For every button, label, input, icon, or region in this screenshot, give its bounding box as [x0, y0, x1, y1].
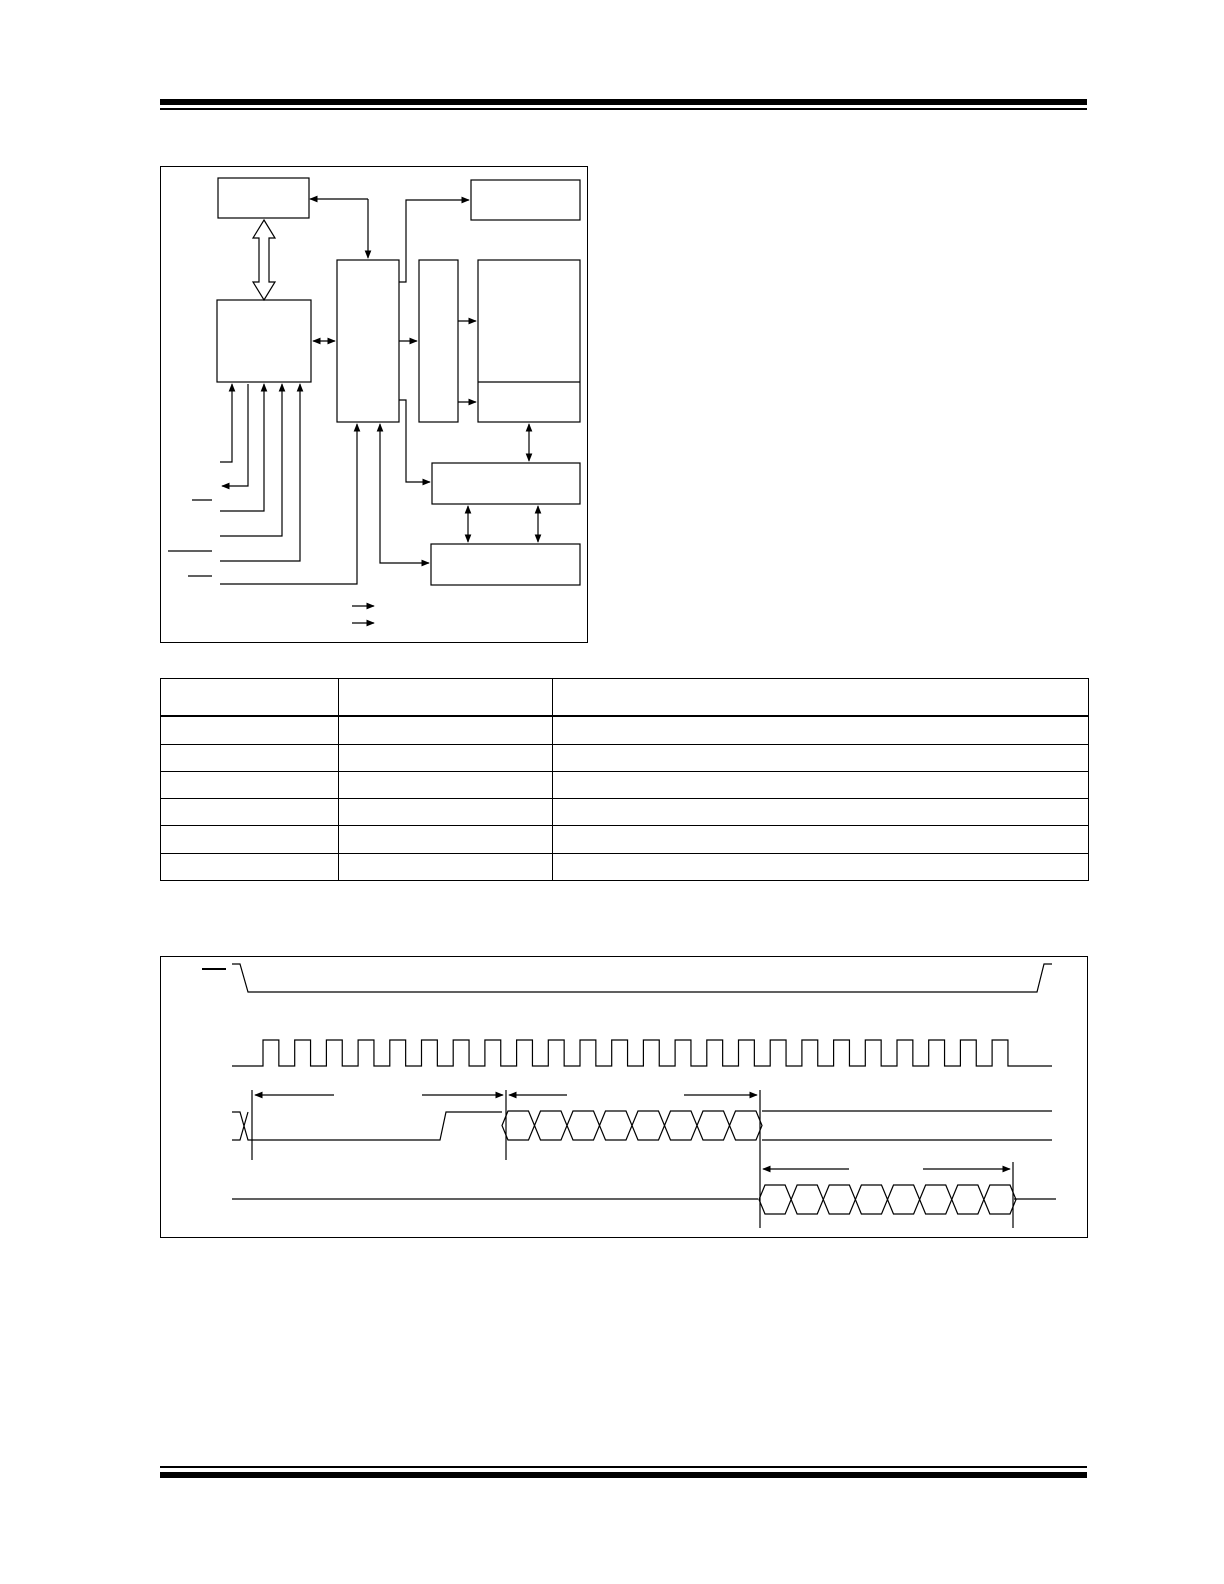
so-data-cells: [758, 1184, 1017, 1215]
table-cell: [160, 852, 339, 882]
data-bit-cell: [886, 1184, 921, 1215]
data-bit-cell: [951, 1184, 985, 1215]
table-cell: [160, 798, 339, 827]
table-cell: [552, 743, 1089, 772]
data-bit-cell: [822, 1184, 857, 1215]
data-bit-cell: [631, 1110, 666, 1141]
data-bit-cell: [598, 1110, 633, 1141]
data-bit-cell: [566, 1110, 601, 1141]
pin-description-table: [160, 678, 1089, 882]
block-decoder: [418, 259, 459, 423]
table-header-cell: [552, 678, 1089, 718]
data-bit-cell: [533, 1110, 568, 1141]
table-cell: [338, 798, 553, 827]
cs-waveform: [232, 963, 1052, 993]
table-row: [160, 852, 1089, 882]
block-buffer: [431, 462, 581, 505]
header-rule-thick: [160, 99, 1087, 105]
data-bit-cell: [918, 1184, 953, 1215]
si-waveform-head-low: [232, 1111, 249, 1141]
bus-double-arrow: [251, 218, 277, 302]
block-top-right: [470, 179, 581, 221]
data-bit-cell: [728, 1110, 763, 1141]
block-array: [477, 259, 581, 423]
si-waveform-head: [232, 1111, 502, 1141]
table-cell: [338, 852, 553, 882]
table-row: [160, 743, 1089, 772]
table-header-cell: [160, 678, 339, 718]
si-data-cells: [501, 1110, 763, 1141]
timing-diagram-frame: [160, 956, 1088, 1238]
data-bit-cell: [663, 1110, 698, 1141]
table-cell: [552, 852, 1089, 882]
footer-rule-thick: [160, 1472, 1087, 1478]
table-cell: [160, 743, 339, 772]
data-bit-cell: [790, 1184, 824, 1215]
data-bit-cell: [854, 1184, 889, 1215]
table-cell: [552, 715, 1089, 745]
data-bit-cell: [501, 1110, 536, 1141]
header-rule-thin: [160, 108, 1087, 110]
data-bit-cell: [983, 1184, 1017, 1215]
clock-waveform: [232, 1039, 1052, 1067]
data-bit-cell: [758, 1184, 792, 1215]
table-row: [160, 715, 1089, 745]
table-row: [160, 825, 1089, 854]
data-bit-cell: [696, 1110, 731, 1141]
table-cell: [338, 715, 553, 745]
block-top-left: [217, 177, 310, 219]
block-diagram-frame: [160, 166, 588, 643]
table-cell: [338, 825, 553, 854]
table-row: [160, 798, 1089, 827]
footer-rule-thin: [160, 1466, 1087, 1468]
table-cell: [552, 770, 1089, 800]
table-header-row: [160, 678, 1089, 718]
block-bottom: [430, 543, 581, 586]
table-cell: [160, 770, 339, 800]
table-cell: [552, 798, 1089, 827]
